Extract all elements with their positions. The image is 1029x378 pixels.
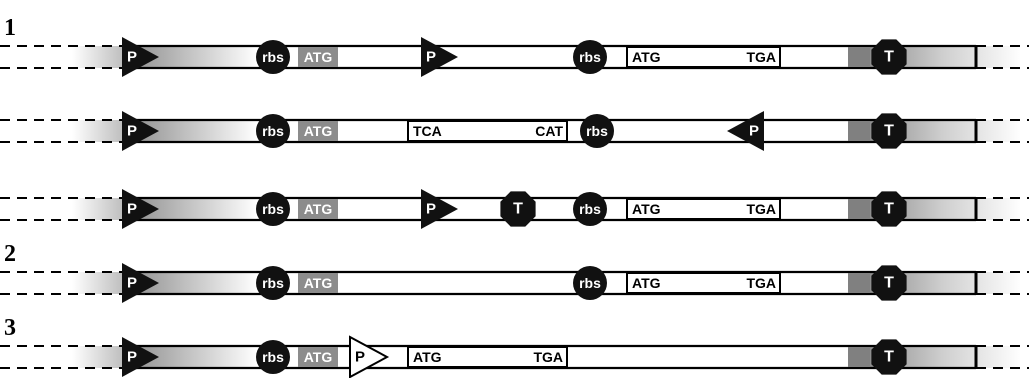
promoter-icon	[122, 189, 159, 229]
rbs-label: rbs	[262, 201, 284, 217]
left-flank-shade	[72, 46, 124, 68]
promoter-icon	[122, 37, 159, 77]
promoter-icon	[421, 37, 458, 77]
terminator-icon	[871, 339, 907, 375]
start-codon-box	[298, 347, 338, 367]
promoter-icon	[421, 189, 458, 229]
terminator-label: T	[513, 201, 523, 218]
terminator-shade-block	[848, 347, 870, 367]
codon-label-left: ATG	[413, 349, 442, 365]
rbs-icon	[573, 40, 607, 74]
terminator-label: T	[884, 201, 894, 218]
rbs-label: rbs	[579, 201, 601, 217]
codon-label-left: ATG	[632, 275, 661, 291]
rbs-label: rbs	[262, 123, 284, 139]
start-codon-box	[298, 199, 338, 219]
left-flank-shade	[72, 346, 124, 368]
promoter-label: P	[426, 49, 436, 66]
left-flank-shade	[72, 120, 124, 142]
promoter-label: P	[127, 201, 137, 218]
promoter-label: P	[127, 123, 137, 140]
promoter-region-shade	[124, 120, 258, 142]
codon-label-left: ATG	[632, 49, 661, 65]
promoter-region-shade	[124, 198, 258, 220]
rbs-label: rbs	[262, 275, 284, 291]
rbs-label: rbs	[262, 49, 284, 65]
start-codon-label: ATG	[304, 123, 333, 139]
rbs-icon	[256, 266, 290, 300]
codon-label-left: TCA	[413, 123, 442, 139]
codon-label-left: ATG	[632, 201, 661, 217]
row-number: 1	[4, 15, 16, 41]
terminator-icon	[871, 265, 907, 301]
promoter-region-shade	[124, 272, 258, 294]
terminator-icon	[871, 113, 907, 149]
coding-sequence-box	[407, 120, 568, 142]
promoter-label: P	[426, 201, 436, 218]
promoter-label: P	[749, 123, 759, 140]
start-codon-label: ATG	[304, 201, 333, 217]
coding-sequence-box	[407, 346, 568, 368]
rbs-label: rbs	[586, 123, 608, 139]
promoter-icon	[122, 111, 159, 151]
promoter-icon	[122, 337, 159, 377]
terminator-icon	[871, 39, 907, 75]
terminator-shade-block	[848, 273, 870, 293]
promoter-region-shade	[124, 46, 258, 68]
promoter-label: P	[127, 49, 137, 66]
start-codon-label: ATG	[304, 275, 333, 291]
terminator-label: T	[884, 49, 894, 66]
rbs-icon	[256, 114, 290, 148]
promoter-label: P	[127, 275, 137, 292]
left-flank-shade	[72, 198, 124, 220]
promoter-region-shade	[124, 346, 258, 368]
codon-label-right: TGA	[533, 349, 563, 365]
reverse-promoter-icon	[727, 111, 764, 151]
terminator-shade-block	[848, 121, 870, 141]
rbs-label: rbs	[262, 349, 284, 365]
rbs-icon	[573, 192, 607, 226]
promoter-icon	[122, 263, 159, 303]
rbs-label: rbs	[579, 49, 601, 65]
promoter-label: P	[127, 349, 137, 366]
left-flank-shade	[72, 272, 124, 294]
rbs-icon	[573, 266, 607, 300]
start-codon-box	[298, 47, 338, 67]
coding-sequence-box	[626, 272, 781, 294]
row-number: 2	[4, 241, 16, 267]
terminator-label: T	[884, 349, 894, 366]
start-codon-box	[298, 121, 338, 141]
rbs-icon	[256, 40, 290, 74]
terminator-shade-block	[848, 199, 870, 219]
rbs-icon	[256, 192, 290, 226]
codon-label-right: TGA	[746, 49, 776, 65]
terminator-shade-block	[848, 47, 870, 67]
coding-sequence-box	[626, 198, 781, 220]
codon-label-right: TGA	[746, 275, 776, 291]
start-codon-label: ATG	[304, 349, 333, 365]
coding-sequence-box	[626, 46, 781, 68]
codon-label-right: CAT	[535, 123, 563, 139]
terminator-label: T	[884, 123, 894, 140]
start-codon-label: ATG	[304, 49, 333, 65]
rbs-label: rbs	[579, 275, 601, 291]
codon-label-right: TGA	[746, 201, 776, 217]
terminator-label: T	[884, 275, 894, 292]
promoter-label: P	[355, 349, 365, 366]
rbs-icon	[580, 114, 614, 148]
row-number: 3	[4, 315, 16, 341]
start-codon-box	[298, 273, 338, 293]
terminator-icon	[500, 191, 536, 227]
terminator-icon	[871, 191, 907, 227]
inactive-promoter-icon	[349, 335, 390, 378]
rbs-icon	[256, 340, 290, 374]
